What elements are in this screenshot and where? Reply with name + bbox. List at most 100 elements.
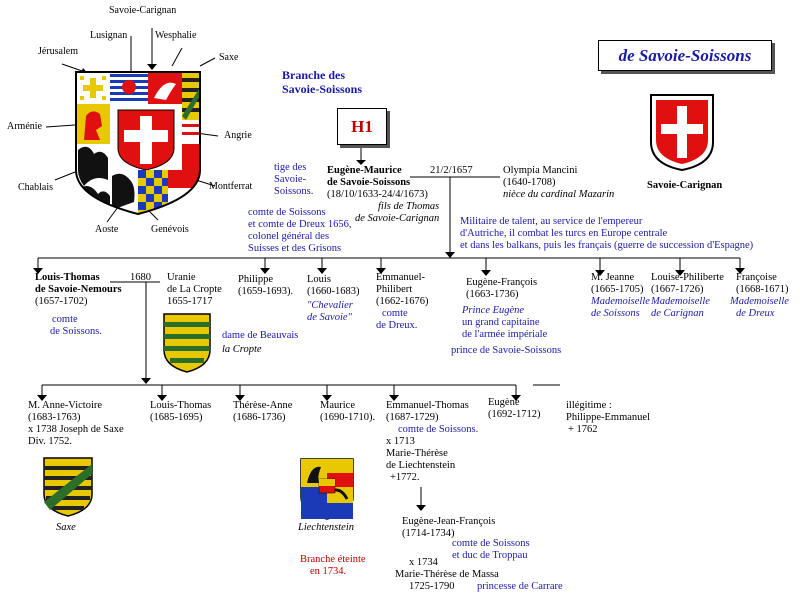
- fils-line: fils de Thomas: [378, 201, 440, 212]
- ggc-note-line: comte de Soissons: [452, 538, 530, 549]
- child-eugene-francois: Eugène-François (1663-1736): [466, 277, 537, 301]
- gc-line: Thérèse-Anne: [233, 400, 293, 411]
- gc-line: (1690-1710).: [320, 412, 376, 423]
- eugene-francois-note-1: Prince Eugène: [462, 305, 525, 316]
- ggc-marriage-line: Marie-Thérèse de Massa: [395, 569, 499, 580]
- uranie-dates: 1655-1717: [167, 296, 213, 307]
- eugene-note-line: d'Autriche, il combat les turcs en Europ…: [460, 228, 668, 239]
- child-dates: (1662-1676): [376, 296, 429, 307]
- child-name: Philippe: [238, 274, 274, 285]
- child-louise-philiberte: Louise-Philiberte (1667-1726) Mademoisel…: [651, 272, 724, 320]
- gc-line: Emmanuel-Thomas: [386, 400, 469, 411]
- child-name-2: de Savoie-Nemours: [35, 284, 122, 295]
- gc-line: (1686-1736): [233, 412, 286, 423]
- founder-fils: fils de Thomas de Savoie-Carignan: [355, 201, 439, 225]
- founder-eugene-maurice: Eugène-Maurice de Savoie-Soissons (18/10…: [327, 165, 428, 201]
- child-dates: (1665-1705): [591, 284, 644, 295]
- gc-line: (1692-1712): [488, 409, 541, 420]
- child-louis-thomas: Louis-Thomas de Savoie-Nemours (1657-170…: [35, 272, 122, 308]
- note-line: comte: [52, 314, 78, 325]
- gc-line: illégitime :: [566, 400, 612, 411]
- child-name: Louis: [307, 274, 331, 285]
- comte-line: comte de Soissons: [248, 207, 326, 218]
- note-line: de Dreux.: [376, 320, 418, 331]
- tige-line: Soissons.: [274, 186, 314, 197]
- comte-line: colonel général des: [248, 231, 330, 242]
- child-name-2: Philibert: [376, 284, 413, 295]
- founder-name-2: de Savoie-Soissons: [327, 177, 411, 188]
- code-box: H1: [337, 108, 387, 145]
- eugene-francois-note-3: de l'armée impériale: [462, 329, 548, 340]
- saxe-shield: [43, 457, 93, 517]
- subtitle-line-2: Savoie-Soissons: [282, 82, 363, 96]
- ggc-note-line: et duc de Troppau: [452, 550, 528, 561]
- spouse-olympia-mancini: Olympia Mancini (1640-1708) nièce du car…: [503, 165, 614, 201]
- code-label: H1: [351, 117, 373, 136]
- child-dates: (1663-1736): [466, 289, 519, 300]
- eugene-francois-note-2: un grand capitaine: [462, 317, 540, 328]
- grandchild-emmanuel-thomas: Emmanuel-Thomas (1687-1729) comte de Soi…: [386, 400, 478, 484]
- uranie-note-1: dame de Beauvais: [222, 330, 299, 341]
- extinct-line: en 1734.: [310, 566, 347, 577]
- label-genevois: Genévois: [151, 224, 189, 235]
- great-grandchild-note-3: princesse de Carrare: [477, 581, 563, 592]
- eugene-note-line: Militaire de talent, au service de l'emp…: [460, 216, 643, 227]
- grandchild-louis-thomas: Louis-Thomas (1685-1695): [150, 400, 211, 424]
- gc-line: Maurice: [320, 400, 355, 411]
- uranie-note-2: la Cropte: [222, 344, 262, 355]
- comte-line: Suisses et des Grisons: [248, 243, 342, 254]
- child-name: Eugène-François: [466, 277, 538, 288]
- label-armenie: Arménie: [7, 121, 42, 132]
- tige-note: tige des Savoie- Soissons.: [274, 162, 313, 198]
- child-philippe: Philippe (1659-1693).: [238, 274, 293, 298]
- label-angrie: Angrie: [224, 130, 252, 141]
- uranie-name-2: de La Cropte: [167, 284, 222, 295]
- child-name: M. Jeanne: [591, 272, 635, 283]
- child-francoise: Françoise (1668-1671) Mademoiselle de Dr…: [730, 272, 789, 320]
- page-title: de Savoie-Soissons: [618, 46, 752, 65]
- eugene-francois-note-4: prince de Savoie-Soissons: [451, 345, 562, 356]
- note-line: de Dreux: [736, 308, 775, 319]
- grandchild-eugene: Eugène (1692-1712): [488, 397, 541, 421]
- child-emmanuel-philibert: Emmanuel- Philibert (1662-1676) comte de…: [376, 272, 429, 332]
- note-line: Mademoiselle: [591, 296, 650, 307]
- gc-note: comte de Soissons.: [398, 424, 479, 435]
- note-line: "Chevalier: [307, 300, 353, 311]
- gc-marriage: x 1713: [386, 436, 415, 447]
- fils-line: de Savoie-Carignan: [355, 213, 440, 224]
- tige-line: tige des: [274, 162, 307, 173]
- comte-line: et comte de Dreux 1656,: [248, 219, 352, 230]
- savoie-carignan-shield: [650, 94, 714, 172]
- note-line: comte: [382, 308, 408, 319]
- spouse-name: Olympia Mancini: [503, 165, 578, 176]
- founder-dates: (18/10/1633-24/4/1673): [327, 189, 428, 200]
- label-wesphalie: Wesphalie: [155, 30, 197, 41]
- branch-extinct-note: Branche éteinte en 1734.: [300, 554, 366, 578]
- note-line: de Carignan: [651, 308, 704, 319]
- grandchild-therese-anne: Thérèse-Anne (1686-1736): [233, 400, 292, 424]
- gc-line: Philippe-Emmanuel: [566, 412, 650, 423]
- great-grandchild-marriage: x 1734 Marie-Thérèse de Massa 1725-1790: [395, 557, 499, 593]
- child-name: Louise-Philiberte: [651, 272, 724, 283]
- saxe-shield-label: Saxe: [56, 522, 76, 533]
- liechtenstein-shield-label: Liechtenstein: [298, 522, 354, 533]
- shield-right-label: Savoie-Carignan: [647, 180, 723, 191]
- founder-comte-note: comte de Soissons et comte de Dreux 1656…: [248, 207, 352, 255]
- eugene-note-line: et dans les balkans, puis les français (…: [460, 240, 754, 251]
- note-line: Mademoiselle: [730, 296, 789, 307]
- gc-line: M. Anne-Victoire: [28, 400, 103, 411]
- label-saxe: Saxe: [219, 52, 239, 63]
- gc-line: (1685-1695): [150, 412, 203, 423]
- gc-line: + 1762: [568, 424, 598, 435]
- child-dates: (1657-1702): [35, 296, 88, 307]
- gc-line: x 1738 Joseph de Saxe: [28, 424, 124, 435]
- grandchild-maurice: Maurice (1690-1710).: [320, 400, 375, 424]
- child-dates: (1668-1671): [736, 284, 789, 295]
- child-name: Françoise: [736, 272, 777, 283]
- extinct-line: Branche éteinte: [300, 554, 366, 565]
- label-montferrat: Montferrat: [209, 181, 253, 192]
- liechtenstein-shield: [300, 458, 354, 520]
- spouse-uranie: Uranie de La Cropte 1655-1717: [167, 272, 222, 308]
- child-dates: (1667-1726): [651, 284, 704, 295]
- label-jerusalem: Jérusalem: [38, 46, 78, 57]
